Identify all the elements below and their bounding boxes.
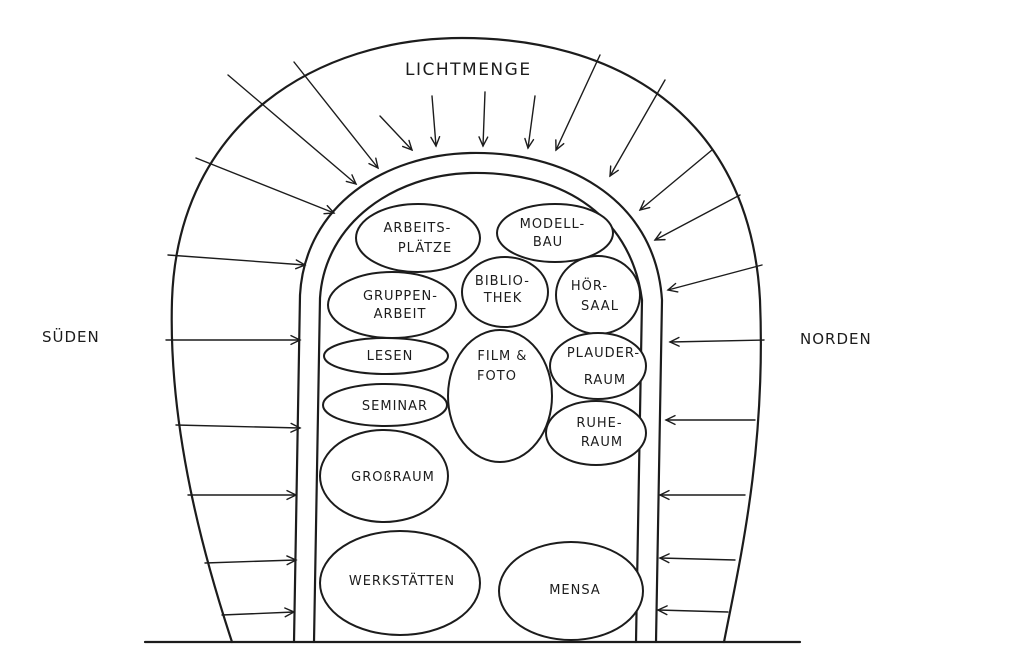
light-arrow-shaft [293,61,379,169]
room-mensa [498,541,644,641]
light-arrow-head [638,200,651,212]
light-arrow-shaft [555,54,601,151]
light-arrow-head [295,259,307,270]
label-grossraum: GROßRAUM [351,470,435,485]
light-arrow-shaft [221,611,295,616]
label-gruppenarbeit: GRUPPEN- ARBEIT [363,289,443,322]
light-arrow-head [290,422,302,433]
building-inner-wall [312,171,644,644]
light-arrow-head [345,174,358,186]
room-gruppenarbeit [327,271,457,339]
light-arrow-shaft [482,91,486,147]
outer-arch [170,36,762,644]
light-arrow-head [656,605,668,616]
light-arrow-shaft [167,254,306,266]
light-arrow-head [664,414,676,426]
label-lesen: LESEN [367,349,414,364]
light-arrow-head [653,231,666,241]
light-arrow-shaft [195,157,335,214]
label-mensa: MENSA [549,583,601,598]
light-arrow-shaft [175,424,301,429]
light-arrow-shaft [379,115,413,151]
light-arrow-head [323,204,336,215]
light-arrow-head [286,489,298,501]
room-modellbau [496,203,614,263]
room-werkstaetten [319,530,481,636]
light-arrow-shaft [609,79,666,177]
light-arrow-shaft [639,149,713,211]
label-arbeitsplaetze: ARBEITS- PLÄTZE [384,221,457,256]
light-arrow-shaft [431,95,437,147]
light-arrow-shaft [667,264,763,291]
light-arrow-head [658,553,670,564]
light-arrow-head [290,334,302,346]
light-arrow-head [401,139,414,152]
label-modellbau: MODELL- BAU [520,217,591,250]
light-arrow-shaft [527,95,536,149]
light-arrow-shaft [227,74,357,185]
light-arrow-head [430,135,441,148]
room-seminar [322,383,448,427]
label-ruheraum: RUHE- RAUM [576,416,627,450]
light-arrow-head [286,555,298,566]
label-norden: NORDEN [800,330,872,348]
light-arrow-head [668,336,680,347]
building-outer-wall [292,151,664,644]
light-arrow-head [368,157,379,170]
light-arrow-shaft [669,339,765,343]
room-plauderraum [549,332,647,400]
label-plauderraum: PLAUDER- RAUM [567,346,645,388]
light-arrow-head [658,489,670,501]
label-seminar: SEMINAR [362,399,428,414]
light-arrow-shaft [657,609,729,613]
light-arrow-shaft [654,194,741,241]
label-werkstaetten: WERKSTÄTTEN [349,573,455,589]
room-bibliothek [461,256,549,328]
label-film-foto: FILM & FOTO [477,349,533,384]
light-arrow-head [609,165,619,178]
light-arrow-head [524,137,535,150]
light-arrow-head [478,136,489,148]
label-sueden: SÜDEN [42,327,100,346]
room-grossraum [319,429,449,523]
light-arrow-shaft [204,559,297,564]
label-hoersaal: HÖR- SAAL [571,277,619,314]
light-arrow-shaft [659,557,736,561]
room-ruheraum [545,400,647,466]
room-labels: ARBEITS- PLÄTZE MODELL- BAU BIBLIO- THEK… [349,217,645,598]
room-arbeitsplaetze [355,203,481,273]
label-lichtmenge: LICHTMENGE [405,60,532,80]
light-arrow-head [284,607,296,618]
label-bibliothek: BIBLIO- THEK [475,274,535,306]
room-lesen [323,337,449,375]
light-arrow-head [666,282,679,293]
light-arrows [165,54,765,618]
room-film-foto [447,329,553,463]
rooms [319,203,647,641]
light-arrow-head [555,139,565,152]
room-hoersaal [555,255,641,335]
